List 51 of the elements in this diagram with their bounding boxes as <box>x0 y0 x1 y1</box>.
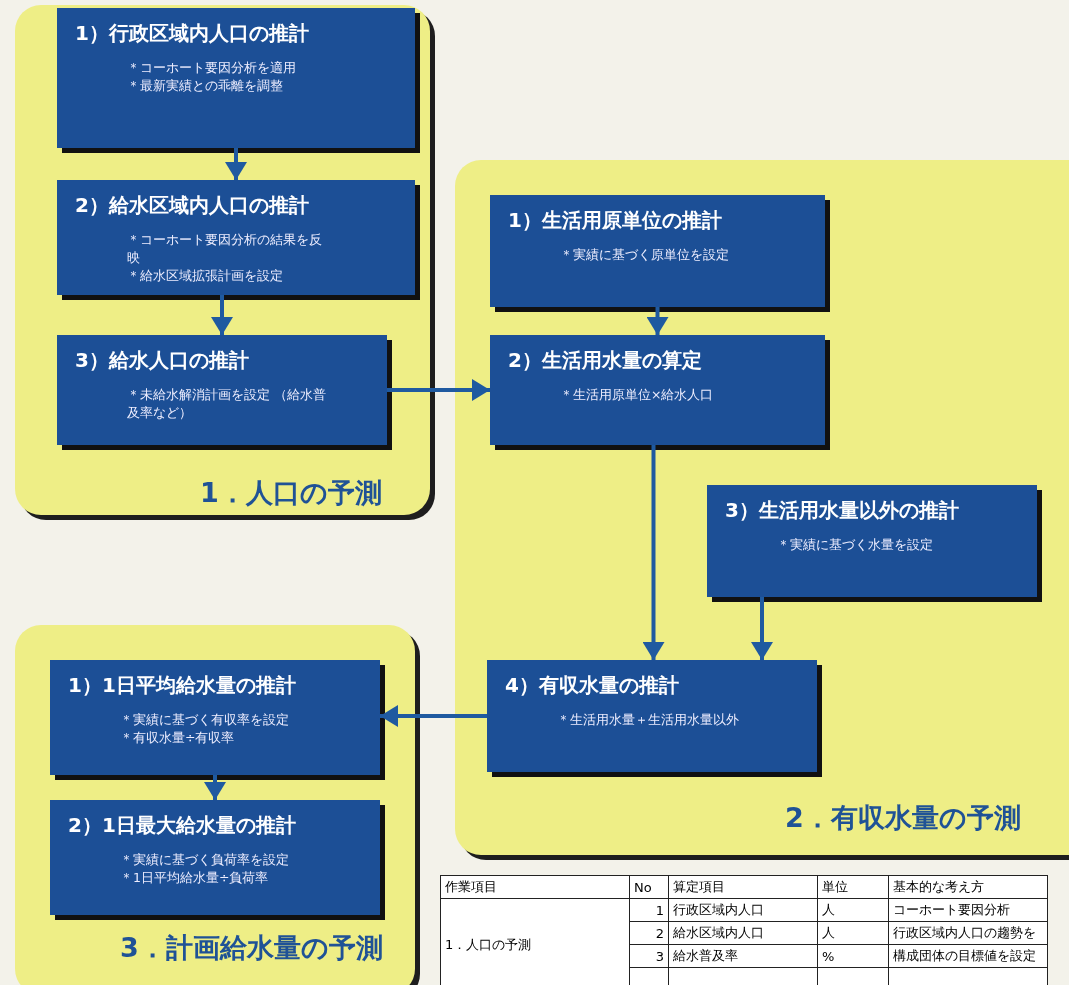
arrow <box>225 148 247 180</box>
box-title: 1）生活用原単位の推計 <box>508 207 723 234</box>
box-note: ＊給水区域拡張計画を設定 <box>127 267 284 285</box>
arrow <box>380 705 487 727</box>
box-title: 3）給水人口の推計 <box>75 347 250 374</box>
panel-title: 3．計画給水量の予測 <box>120 931 383 965</box>
box-title: 3）生活用水量以外の推計 <box>725 497 960 524</box>
box-title: 2）1日最大給水量の推計 <box>68 812 297 839</box>
table-cell: 単位 <box>817 875 889 899</box>
table-cell: コーホート要因分析 <box>888 898 1048 922</box>
box-note: ＊コーホート要因分析を適用 <box>127 59 297 77</box>
table-cell: 給水区域内人口 <box>668 921 818 945</box>
box-title: 2）給水区域内人口の推計 <box>75 192 310 219</box>
table-cell: 1．人口の予測 <box>440 898 630 985</box>
box-title: 1）1日平均給水量の推計 <box>68 672 297 699</box>
table-cell: % <box>817 944 889 968</box>
table-cell: 3 <box>629 944 669 968</box>
box-note: ＊実績に基づく水量を設定 <box>777 536 934 554</box>
box-title: 4）有収水量の推計 <box>505 672 680 699</box>
box-note: ＊実績に基づく有収率を設定 <box>120 711 290 729</box>
box-note: ＊未給水解消計画を設定 （給水普及率など） <box>127 386 327 422</box>
box-note: ＊実績に基づく原単位を設定 <box>560 246 730 264</box>
panel-title: 1．人口の予測 <box>200 476 382 510</box>
table-cell: 行政区域内人口 <box>668 898 818 922</box>
table-cell: 人 <box>817 898 889 922</box>
box-note: ＊コーホート要因分析の結果を反映 <box>127 231 323 267</box>
arrow <box>646 307 669 335</box>
table-cell: 人 <box>817 921 889 945</box>
box-note: ＊実績に基づく負荷率を設定 <box>120 851 290 869</box>
box-note: ＊最新実績との乖離を調整 <box>127 77 284 95</box>
arrow <box>211 295 233 335</box>
table-cell: No <box>629 875 669 899</box>
box-title: 2）生活用水量の算定 <box>508 347 703 374</box>
table-cell: 1 <box>629 898 669 922</box>
box-note: ＊1日平均給水量÷負荷率 <box>120 869 270 887</box>
table-cell: 作業項目 <box>440 875 630 899</box>
arrow <box>642 445 665 660</box>
box-note: ＊生活用水量＋生活用水量以外 <box>557 711 740 729</box>
table-cell: 2 <box>629 921 669 945</box>
panel-title: 2．有収水量の予測 <box>785 801 1021 835</box>
box-title: 1）行政区域内人口の推計 <box>75 20 310 47</box>
table-cell: 基本的な考え方 <box>888 875 1048 899</box>
table-cell: 算定項目 <box>668 875 818 899</box>
table-cell: 行政区域内人口の趨勢を <box>888 921 1048 945</box>
arrow <box>751 597 773 660</box>
box-note: ＊有収水量÷有収率 <box>120 729 236 747</box>
arrow <box>387 379 490 401</box>
arrow <box>204 775 226 800</box>
table-cell: 構成団体の目標値を設定 <box>888 944 1048 968</box>
box-note: ＊生活用原単位×給水人口 <box>560 386 715 404</box>
table-cell: 給水普及率 <box>668 944 818 968</box>
